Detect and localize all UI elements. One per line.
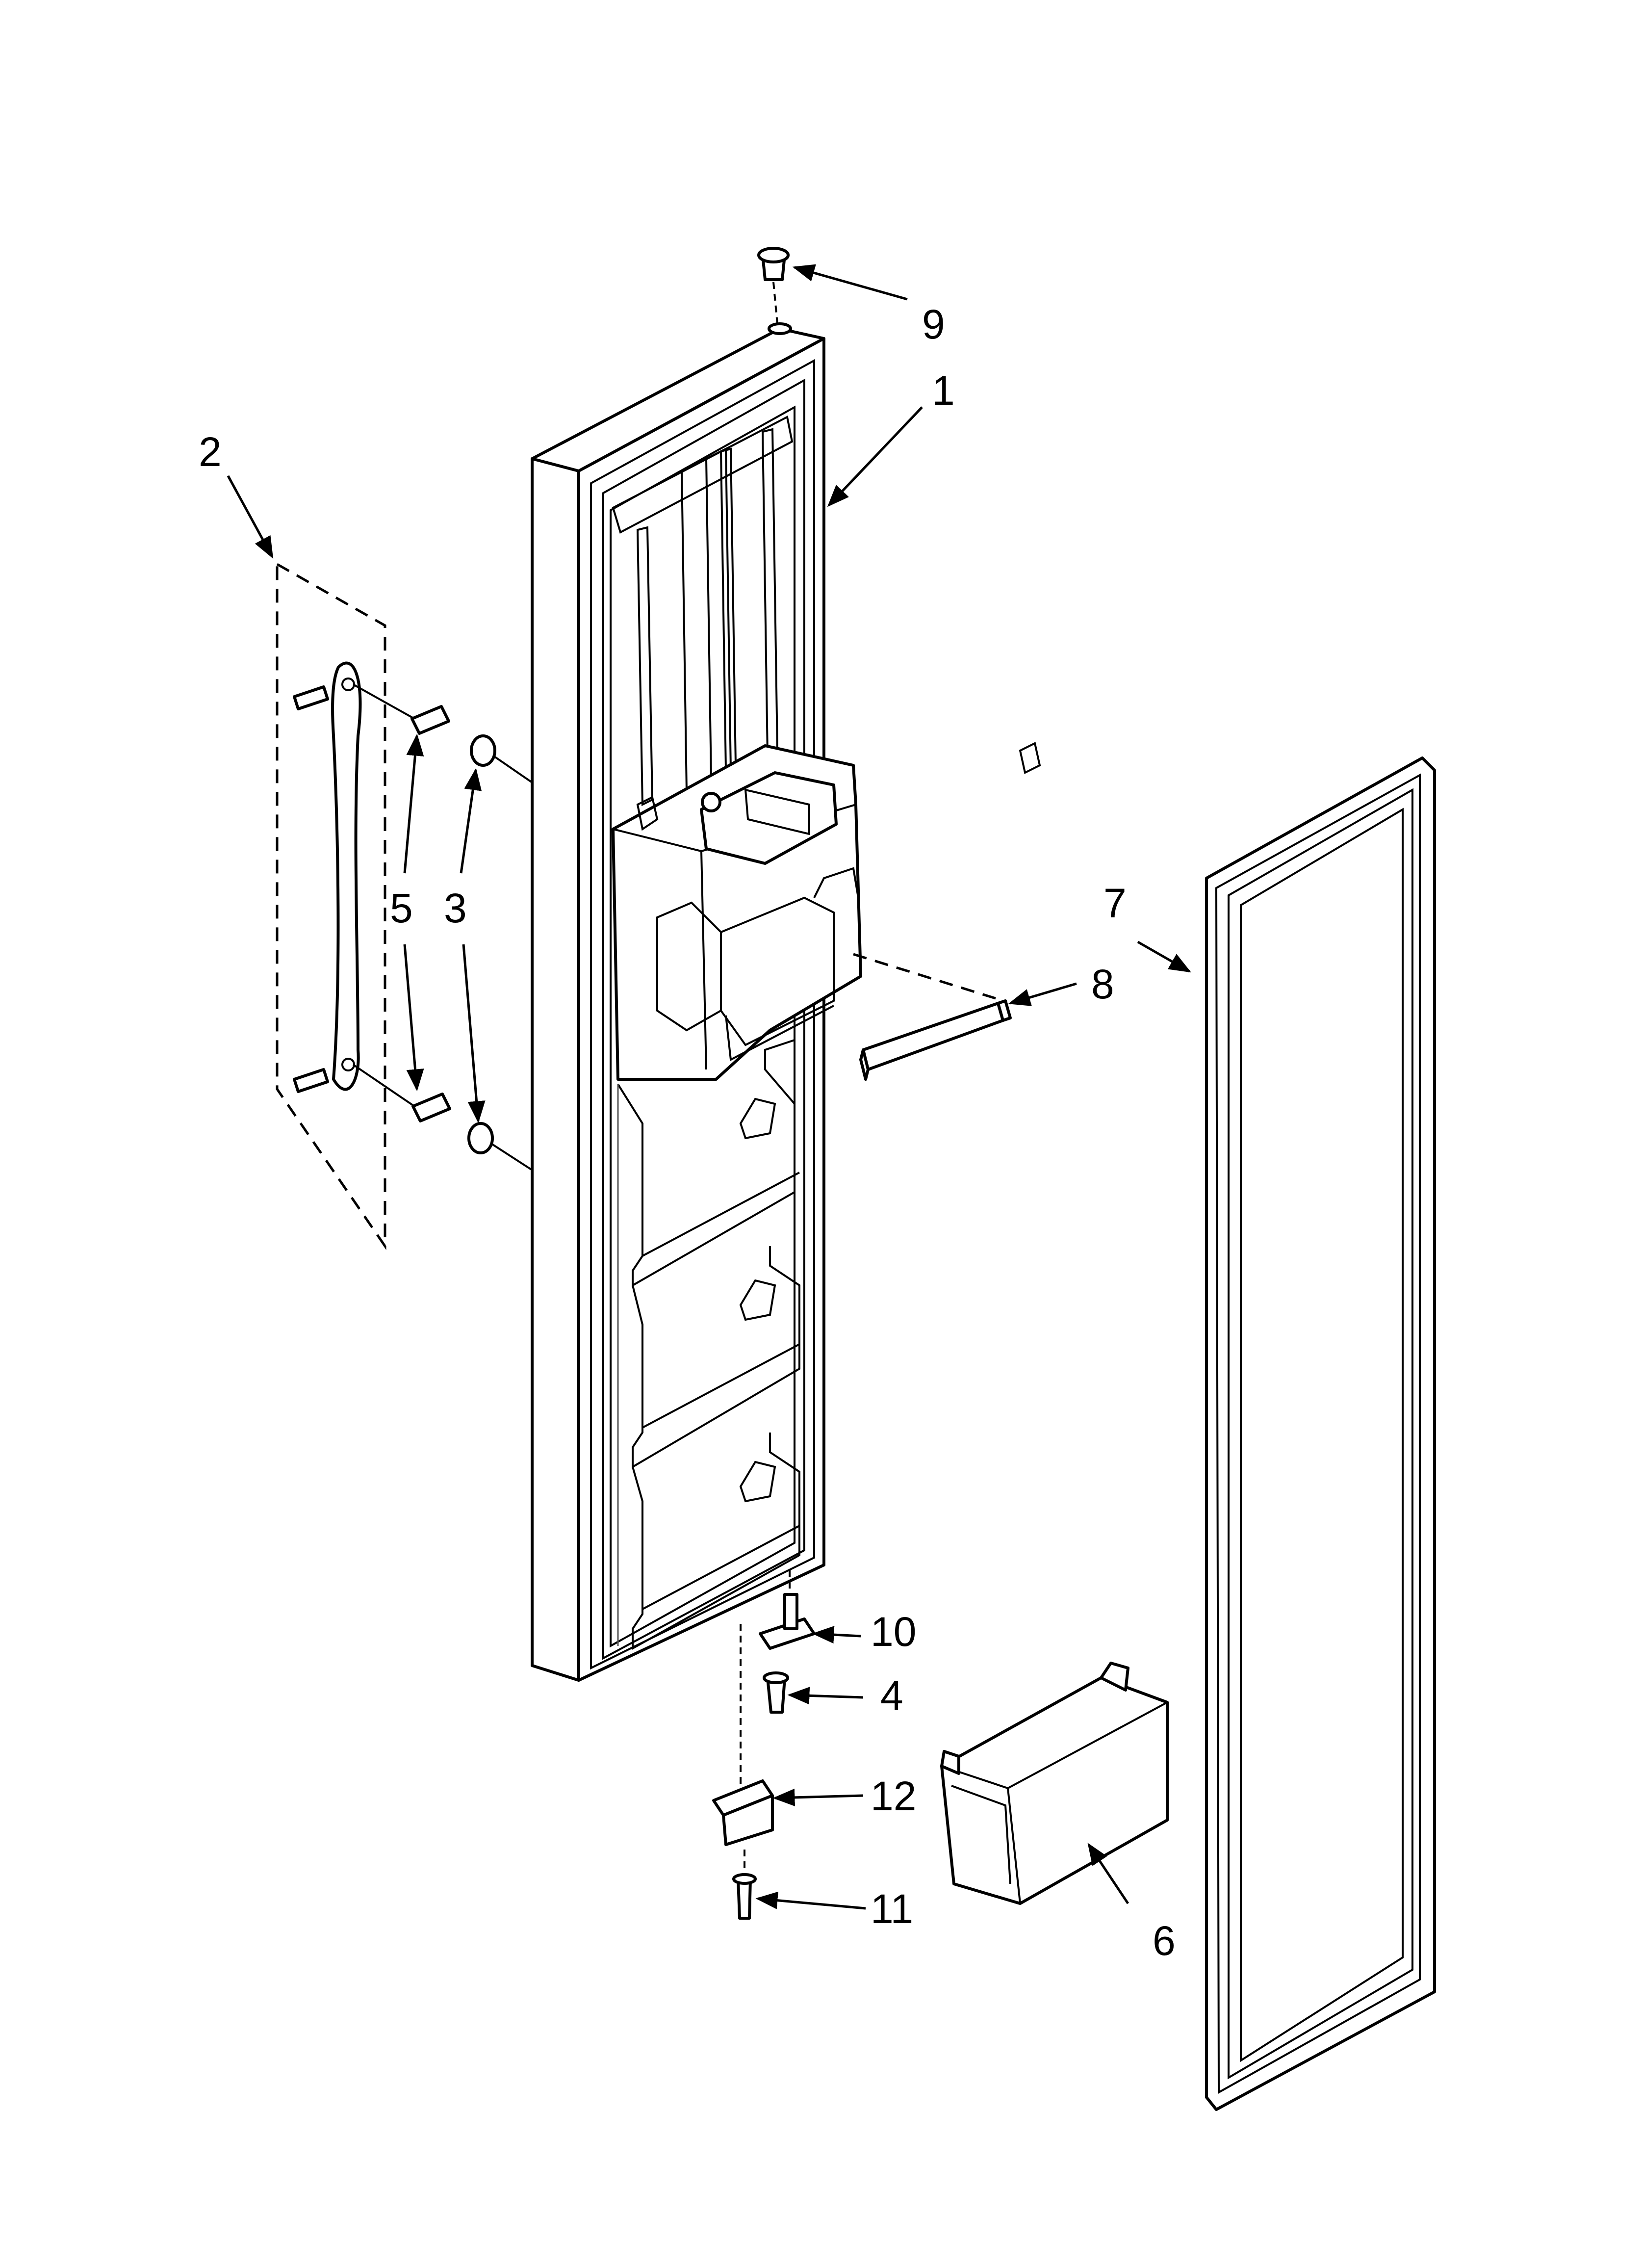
leader-12 xyxy=(772,1788,864,1806)
leader-10 xyxy=(812,1626,861,1644)
callout-5: 5 xyxy=(390,885,413,931)
callout-8: 8 xyxy=(1091,961,1114,1007)
leader-9 xyxy=(792,264,908,301)
leader-lines xyxy=(227,264,1191,1910)
leader-3-down xyxy=(462,944,486,1123)
leader-7 xyxy=(1137,940,1191,973)
top-hinge-bushing xyxy=(757,247,792,335)
callout-11: 11 xyxy=(871,1886,913,1932)
door-assembly xyxy=(531,327,1041,1682)
leader-1 xyxy=(827,406,923,507)
callout-12: 12 xyxy=(871,1773,916,1819)
door-bin xyxy=(940,1662,1169,1905)
leader-5-down xyxy=(403,944,424,1092)
door-shelves xyxy=(617,1039,800,1650)
door-gasket xyxy=(1205,756,1436,2111)
leader-3-up xyxy=(460,768,482,874)
spacers xyxy=(467,734,533,1171)
leader-5-up xyxy=(403,733,424,874)
leader-4 xyxy=(787,1687,864,1705)
leader-8 xyxy=(1008,982,1077,1006)
handle-assembly xyxy=(276,562,386,1251)
leader-6 xyxy=(1087,1843,1129,1904)
callout-9: 9 xyxy=(922,301,945,347)
callout-7: 7 xyxy=(1103,880,1127,926)
callout-3: 3 xyxy=(444,885,467,931)
callout-6: 6 xyxy=(1153,1918,1176,1964)
leader-2 xyxy=(227,475,274,559)
callout-4: 4 xyxy=(880,1672,903,1719)
dispenser-trim xyxy=(853,953,1012,1081)
leader-11 xyxy=(755,1891,866,1910)
callout-1: 1 xyxy=(932,367,955,414)
callout-2: 2 xyxy=(199,429,222,475)
lower-hinge-hardware xyxy=(712,1570,816,1920)
handle-screws xyxy=(352,683,451,1122)
callout-labels: 9 1 2 5 3 7 8 10 4 12 11 6 xyxy=(199,301,1176,1964)
callout-10: 10 xyxy=(871,1609,916,1655)
